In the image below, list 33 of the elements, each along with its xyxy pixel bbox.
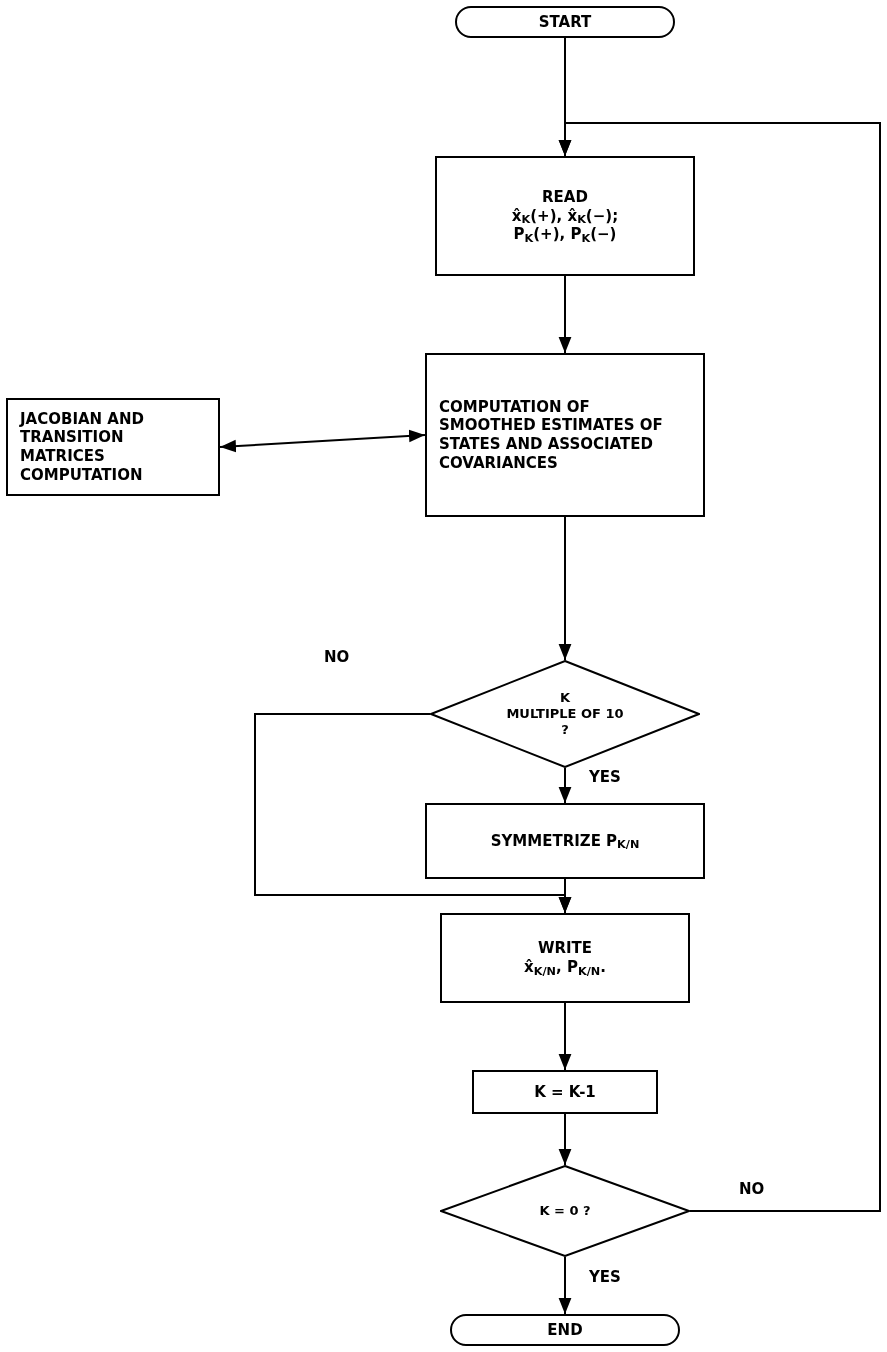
terminal-shape	[455, 6, 675, 38]
arrow	[558, 122, 881, 1212]
process-box	[6, 398, 220, 496]
node-text: END	[547, 1320, 583, 1340]
node-text: READ	[542, 187, 588, 207]
terminal-shape	[450, 1314, 680, 1346]
node-text: WRITE	[537, 939, 593, 958]
arrow	[558, 1113, 572, 1166]
node-text: x̂$_{K/N}$, P$_{K/N}$.	[524, 958, 606, 977]
node-text: START	[538, 12, 592, 32]
process-box	[472, 1070, 658, 1114]
node-text: K = K-1	[534, 1082, 596, 1102]
node-text: x̂$_{K}$(+), x̂$_{K}$(−);	[511, 206, 619, 226]
node-text: SYMMETRIZE P$_{K/N}$	[490, 831, 640, 851]
arrow	[558, 516, 572, 661]
node-text: JACOBIAN AND TRANSITION MATRICES COMPUTATION	[20, 409, 145, 485]
arrow	[558, 1002, 572, 1071]
decision-diamond	[440, 1165, 690, 1257]
node-text: P$_{K}$(+), P$_{K}$(−)	[513, 225, 617, 245]
arrow	[558, 878, 572, 914]
arrow	[558, 767, 572, 804]
process-box	[425, 353, 705, 517]
node-text: MULTIPLE OF 10 ?	[505, 705, 625, 739]
arrow	[558, 275, 572, 354]
node-text: K	[559, 689, 571, 706]
process-box	[440, 913, 690, 1003]
process-box	[425, 803, 705, 879]
arrow	[219, 429, 426, 453]
process-box	[435, 156, 695, 276]
decision-diamond	[430, 660, 700, 768]
arrow	[558, 1256, 572, 1315]
node-text: COMPUTATION OF SMOOTHED ESTIMATES OF STATES AND ASSOCIATED COVARIANCES	[439, 397, 664, 473]
node-text: K = 0 ?	[539, 1202, 591, 1220]
